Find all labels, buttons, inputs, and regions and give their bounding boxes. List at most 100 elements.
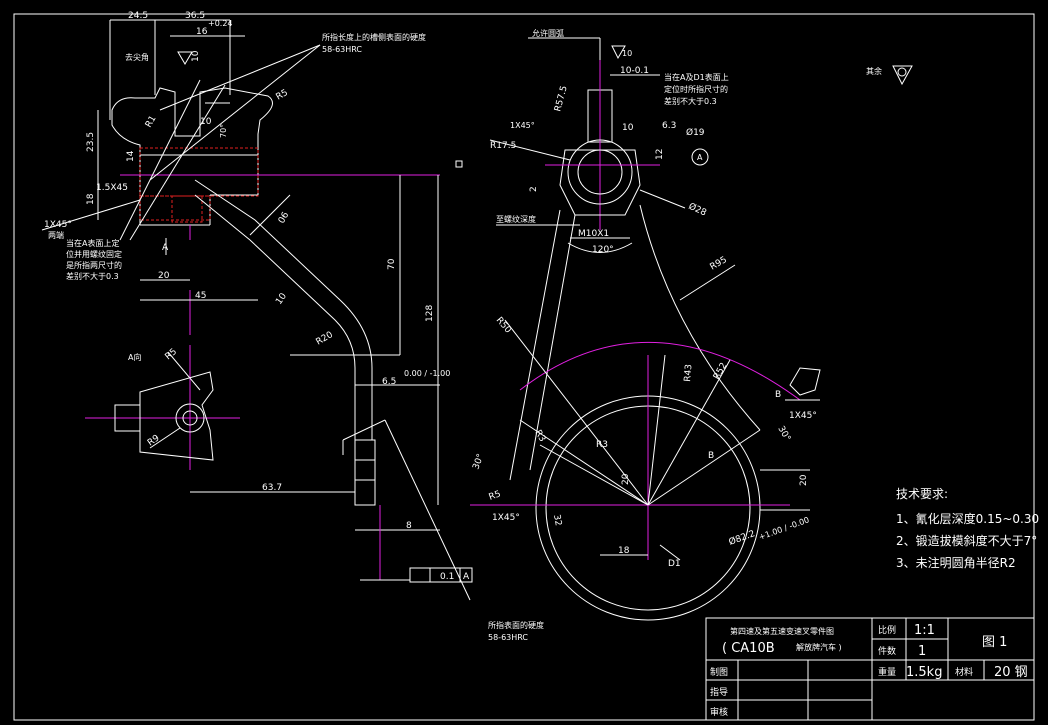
dim-16-tol: +0.24 [208, 19, 233, 28]
dim-10-b: 10 [622, 123, 634, 133]
bottom-hardness-2: 58-63HRC [488, 633, 528, 642]
dim-r9-a: R9 [146, 433, 162, 448]
dim-r5-b: R5 [488, 489, 503, 502]
title-line-1: 第四速及第五速变速叉零件图 [730, 626, 834, 636]
dim-82: Ø82.2 [727, 528, 756, 548]
label-b-2: B [775, 390, 781, 400]
right-note-3: 差别不大于0.3 [664, 96, 717, 106]
tol-box-value: 0.1 [440, 572, 454, 582]
dim-20-h: 20 [158, 271, 170, 281]
dim-1x45-bottom: 1X45° [492, 513, 520, 523]
note-remove-sharp: 去尖角 [125, 52, 149, 62]
dim-r95: R95 [709, 255, 729, 273]
dim-r57-5: R57.5 [553, 85, 569, 113]
dim-30-left: 30° [471, 453, 486, 471]
dim-10-a: 10 [200, 117, 212, 127]
dim-1x45-top: 1X45° [510, 121, 535, 130]
dim-120: 120° [592, 245, 614, 255]
dim-10-right: 10-0.1 [620, 66, 649, 76]
tol-box-ref: A [463, 572, 470, 582]
note-rest: 其余 [866, 66, 882, 76]
top-hardness-1: 所指长度上的槽侧表面的硬度 [322, 32, 426, 42]
left-note-3: 是所指两尺寸的 [66, 260, 122, 270]
a-view-label: A向 [128, 352, 141, 362]
scale-value: 1:1 [914, 623, 935, 638]
a-view: A向 R5 R9 [85, 345, 240, 470]
left-note-1: 当在A表面上定 [66, 238, 119, 248]
ref-a-circle: A [697, 153, 703, 162]
dim-32: 32 [551, 514, 563, 527]
weight-value: 1.5kg [906, 665, 942, 680]
left-note-4: 差别不大于0.3 [66, 271, 119, 281]
dim-r43: R43 [683, 364, 695, 383]
dim-45: 45 [195, 291, 206, 301]
title-line-3: 解放牌汽车 ) [796, 642, 842, 652]
right-roughness: 10 [622, 49, 632, 58]
dim-20-right: 20 [799, 474, 809, 486]
drawn-label: 制图 [710, 666, 728, 678]
left-top-view: 24.5 36.5 16 +0.24 10 去尖角 10 R5 R1 70° 2… [41, 11, 473, 601]
dim-6-3: 6.3 [662, 121, 676, 131]
drawing-border [13, 13, 1035, 721]
dim-14: 14 [126, 150, 136, 162]
dim-16: 16 [196, 27, 208, 37]
count-value: 1 [918, 644, 926, 659]
dim-36-5: 36.5 [185, 11, 205, 21]
note-two-ends: 两端 [48, 230, 64, 240]
dim-30-right: 30° [775, 425, 792, 444]
dim-1-5x45: 1.5X45 [96, 183, 128, 193]
dim-r50: R50 [494, 316, 513, 336]
right-note-1: 当在A及D1表面上 [664, 72, 729, 82]
dim-63-7: 63.7 [262, 483, 282, 493]
note-thread-depth: 至螺纹深度 [496, 214, 536, 224]
dim-19: Ø19 [686, 127, 705, 138]
dim-1x45-left: 1X45° [44, 220, 72, 230]
dim-r17-5: R17.5 [490, 141, 516, 151]
dim-1x45-right: 1X45° [789, 411, 817, 421]
tech-req-item-1: 1、氰化层深度0.15~0.30 [896, 511, 1039, 526]
title-line-2: ( CA10B [722, 641, 775, 656]
check-label: 审核 [710, 706, 728, 718]
bottom-hardness-1: 所指表面的硬度 [488, 620, 544, 630]
tech-req-title: 技术要求: [896, 487, 948, 501]
left-note-2: 位并用螺纹固定 [66, 249, 122, 259]
label-d1: D1 [668, 559, 681, 569]
dim-r20: R20 [315, 330, 336, 348]
dim-24-5: 24.5 [128, 11, 148, 21]
dim-r1-90: 06 [277, 210, 292, 225]
dim-20-v: 20 [621, 473, 631, 485]
weight-label: 重量 [878, 666, 896, 678]
top-hardness-2: 58-63HRC [322, 45, 362, 54]
title-block: 第四速及第五速变速叉零件图 ( CA10B 解放牌汽车 ) 比例 1:1 件数 … [705, 617, 1035, 721]
label-b-1: B [708, 451, 714, 461]
drawing-number: 图 1 [982, 635, 1007, 650]
tech-req-item-3: 3、未注明圆角半径R2 [896, 555, 1016, 570]
dim-70: 70 [387, 258, 397, 270]
dim-r3-b: R3 [596, 440, 608, 450]
dim-128: 128 [425, 305, 435, 322]
count-label: 件数 [878, 645, 896, 657]
dim-6-5: 6.5 [382, 377, 396, 387]
dim-r52: R52 [712, 361, 730, 381]
material-label: 材料 [955, 666, 973, 678]
dim-10-arm: 10 [274, 291, 289, 306]
material-value: 20 钢 [994, 665, 1028, 680]
dim-2: 2 [529, 186, 539, 192]
dim-23-5: 23.5 [86, 132, 96, 152]
right-view: 允许圆弧 10 10-0.1 R57.5 1X45° 10 6.3 Ø19 当在… [470, 28, 821, 621]
tech-req-item-2: 2、锻造拔模斜度不大于7° [896, 533, 1037, 548]
dim-18-h: 18 [618, 546, 630, 556]
dim-0-10: 10 [191, 50, 201, 62]
dim-82-tol: +1.00 / -0.00 [758, 515, 811, 542]
dim-r5-top: R5 [275, 88, 290, 103]
dim-12: 12 [655, 149, 665, 160]
guide-label: 指导 [710, 686, 728, 698]
scale-label: 比例 [878, 624, 896, 636]
right-note-2: 定位时所指尺寸的 [664, 84, 728, 94]
dim-r5-a: R5 [164, 347, 180, 362]
dim-r1-top: R1 [144, 114, 159, 129]
dim-8: 8 [406, 521, 412, 531]
dim-28: Ø28 [687, 201, 709, 219]
note-allow-round: 允许圆弧 [532, 28, 564, 38]
